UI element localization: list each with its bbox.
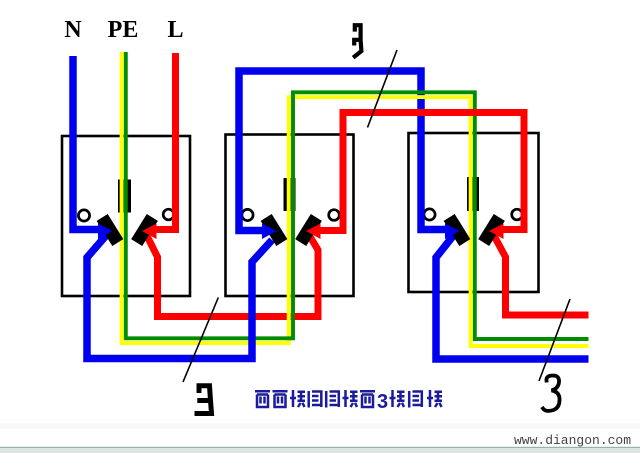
svg-text:PE: PE: [108, 17, 139, 43]
svg-text:N: N: [64, 17, 82, 43]
svg-text:L: L: [167, 17, 183, 43]
svg-text:3: 3: [377, 391, 388, 413]
svg-text:www.diangon.com: www.diangon.com: [514, 433, 631, 448]
